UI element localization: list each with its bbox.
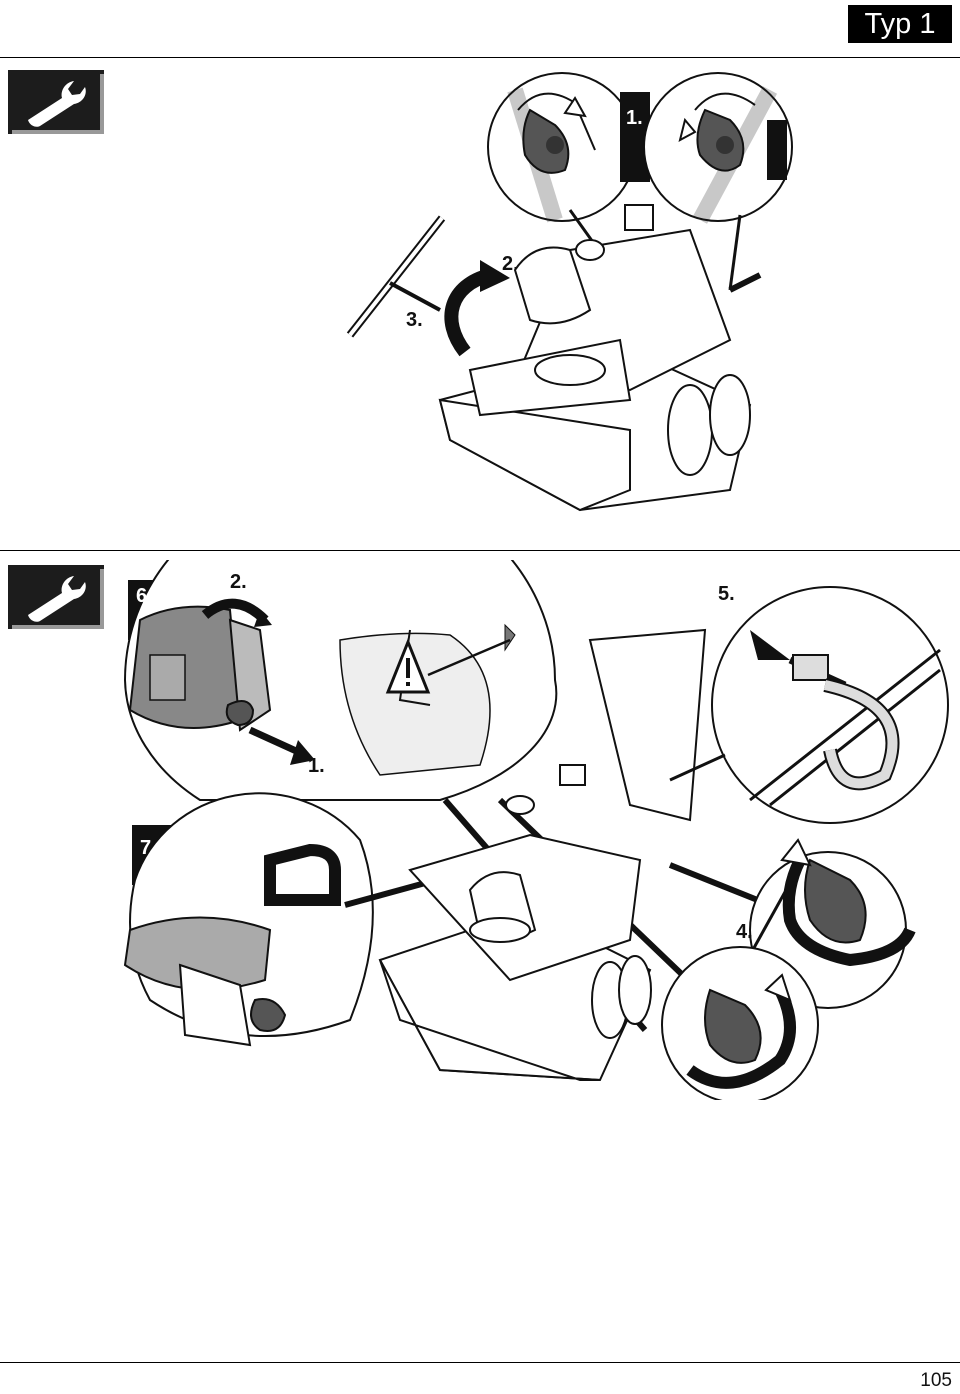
step-5-label: 5.	[718, 583, 735, 605]
chute-rod	[346, 215, 446, 338]
wrench-icon	[8, 70, 104, 134]
step-3-label: 3.	[406, 309, 423, 331]
top-rule	[0, 57, 960, 58]
warning-triangle-icon	[385, 637, 511, 694]
section-divider	[0, 550, 960, 551]
type-badge: Typ 1	[848, 5, 952, 43]
step-1-label-lower: 1.	[308, 755, 325, 777]
snow-thrower-body	[438, 204, 762, 512]
cable-tie-detail-circle-5	[711, 586, 949, 824]
knob-detail-circle-4b	[661, 946, 819, 1100]
step-4-label: 4.	[736, 921, 753, 943]
chute-detail-circle-7	[123, 792, 374, 1047]
step-1-label: 1.	[626, 107, 643, 129]
chute-detail-circle-6	[123, 560, 558, 801]
knob-detail-circle-top	[487, 72, 650, 223]
page-number: 105	[920, 1370, 952, 1391]
snow-thrower-lower	[378, 628, 707, 1082]
chute-adjust-illustration: 6. 2. 1. 5. 7.	[123, 560, 949, 1100]
bottom-rule	[0, 1362, 960, 1363]
step-2-label-lower: 2.	[230, 571, 247, 593]
knob-detail-circle-right	[643, 72, 793, 224]
step-6-label: 6.	[136, 585, 153, 607]
wrench-icon	[8, 565, 104, 629]
step-7-label: 7.	[140, 837, 157, 859]
chute-assembly-illustration: 1. 3. 2.	[346, 72, 793, 512]
